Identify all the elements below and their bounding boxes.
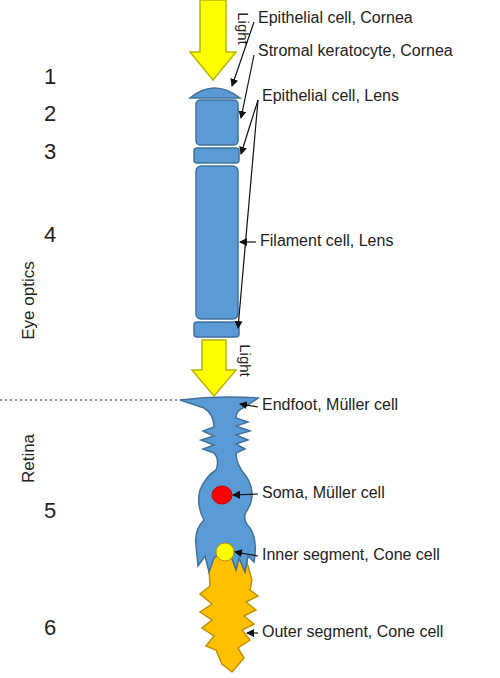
part-label: Endfoot, Müller cell xyxy=(262,397,398,413)
muller-cell xyxy=(180,397,258,572)
part-label: Inner segment, Cone cell xyxy=(262,547,440,563)
callout-number: 2 xyxy=(44,103,56,125)
lens-epithelial-cell xyxy=(194,322,239,337)
cornea-epithelial-cell xyxy=(190,88,240,98)
region-label: Retina xyxy=(20,433,37,482)
callout-number: 6 xyxy=(44,617,56,639)
callout-number: 3 xyxy=(44,141,56,163)
divider-line xyxy=(0,399,182,400)
part-label: Epithelial cell, Cornea xyxy=(258,10,413,26)
part-label: Epithelial cell, Lens xyxy=(262,88,399,104)
region-label: Eye optics xyxy=(20,261,37,339)
leader-line xyxy=(240,404,258,407)
callout-number: 1 xyxy=(44,66,56,88)
light-label: Light xyxy=(237,344,252,377)
callout-number: 4 xyxy=(44,224,56,246)
callout-number: 5 xyxy=(44,500,56,522)
muller-nucleus xyxy=(212,486,232,504)
part-label: Outer segment, Cone cell xyxy=(262,624,443,640)
part-label: Soma, Müller cell xyxy=(262,485,385,501)
leader-line xyxy=(247,632,258,633)
light-arrow xyxy=(190,0,236,80)
light-label: Light xyxy=(235,12,250,45)
leader-line xyxy=(235,552,258,556)
part-label: Stromal keratocyte, Cornea xyxy=(258,43,453,59)
lens-epithelial-cell xyxy=(194,148,239,163)
leader-line xyxy=(240,241,256,242)
part-label: Filament cell, Lens xyxy=(260,233,393,249)
leader-line xyxy=(241,55,254,118)
leader-line xyxy=(238,100,258,328)
lens-filament-cell xyxy=(196,166,238,319)
light-arrow xyxy=(192,340,236,396)
stromal-keratocyte xyxy=(196,100,238,145)
leader-line xyxy=(233,494,258,495)
cone-inner-segment xyxy=(216,543,234,561)
